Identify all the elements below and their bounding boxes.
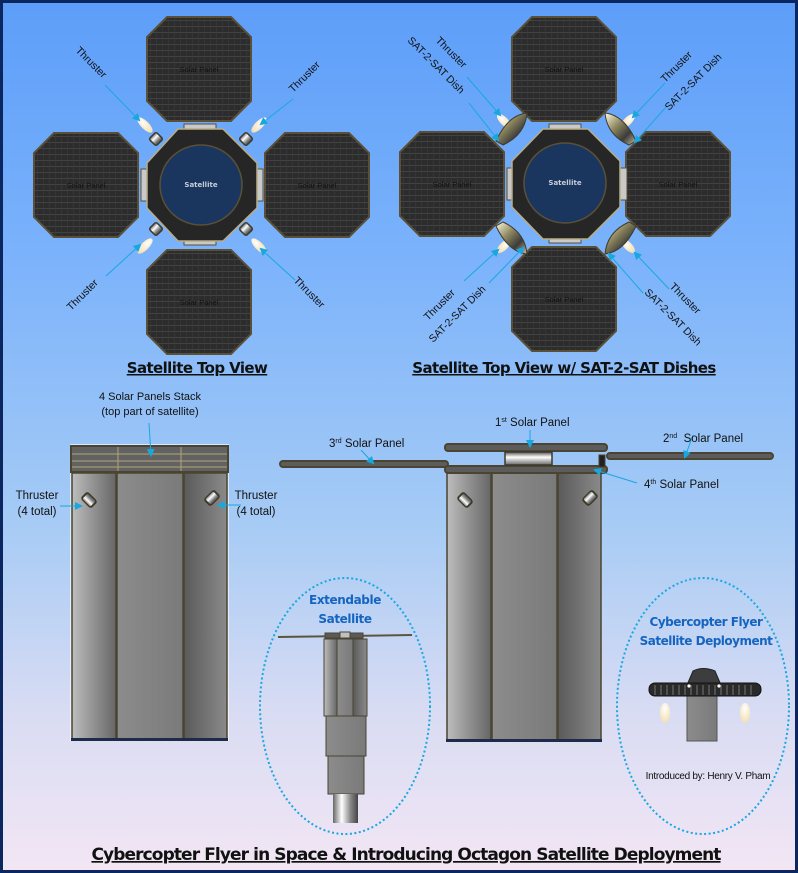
arrow <box>259 98 294 126</box>
arrow <box>466 76 502 117</box>
thruster-label: Thruster <box>65 277 101 313</box>
thruster-ne <box>238 117 267 147</box>
panel-hinge <box>504 451 553 466</box>
arrow <box>259 247 296 281</box>
diagram-canvas: Satellite Solar Panel Solar Panel Solar … <box>16 16 790 865</box>
arrow <box>468 102 500 142</box>
thruster-nw <box>137 117 164 147</box>
deployment-title: Cybercopter Flyer <box>650 615 763 629</box>
hinge <box>619 167 628 201</box>
arrow <box>683 434 694 459</box>
solar-panel-4 <box>444 465 608 474</box>
sat-2-sat-dish-ne <box>604 112 637 146</box>
credit-text: Introduced by: Henry V. Pham <box>646 771 771 782</box>
thruster-label: Thruster <box>287 59 323 95</box>
solar-panel-label: Solar Panel <box>545 65 584 74</box>
body-panel <box>183 472 228 740</box>
solar-panel-label: Solar Panel <box>433 180 472 189</box>
top-view-satellite: Satellite Solar Panel Solar Panel Solar … <box>33 16 370 377</box>
thruster-label: Thruster <box>235 490 278 502</box>
arrow <box>488 246 525 284</box>
panel-4-label: 4th Solar Panel <box>644 479 719 491</box>
solar-panel-label: Solar Panel <box>67 181 106 190</box>
arrow <box>360 449 375 465</box>
main-title: Cybercopter Flyer in Space & Introducing… <box>91 845 721 865</box>
solar-panel-3 <box>279 460 449 468</box>
thruster-label: Thruster <box>291 275 327 311</box>
thruster-label: Thruster <box>73 45 109 81</box>
arrow <box>105 243 142 277</box>
arrow <box>463 248 500 282</box>
satellite-payload <box>686 692 718 742</box>
solar-panel-1 <box>444 443 608 452</box>
top-view-with-dishes: Satellite Solar Panel Solar Panel Solar … <box>399 16 731 377</box>
cybercopter-deployment-callout: Cybercopter Flyer Satellite Deployment I… <box>616 577 790 835</box>
arrow <box>631 82 666 119</box>
satellite-core <box>523 142 607 224</box>
arrow <box>633 106 667 144</box>
stack-label-sub: (top part of satellite) <box>101 406 198 418</box>
arrow <box>104 84 141 122</box>
dish-label: SAT-2-SAT Dish <box>663 51 725 113</box>
satellite-label: Satellite <box>184 181 217 189</box>
solar-panel-stack <box>70 445 229 473</box>
body-panel <box>116 472 184 740</box>
satellite-core <box>159 144 243 226</box>
cybercopter-ring <box>648 682 762 697</box>
body-panel <box>446 472 492 742</box>
thruster-se <box>238 221 267 254</box>
body-panel <box>491 472 558 742</box>
solar-panel-label: Solar Panel <box>298 181 337 190</box>
extendable-title: Extendable <box>309 593 381 607</box>
callout-ellipse <box>616 577 790 835</box>
thruster-label: Thruster <box>16 490 59 502</box>
sat-2-sat-dish-se <box>604 221 637 255</box>
dish-label: SAT-2-SAT Dish <box>642 287 704 349</box>
arrow <box>146 422 155 457</box>
arrow <box>633 251 670 290</box>
deployment-subtitle: Satellite Deployment <box>640 634 774 648</box>
satellite-label: Satellite <box>548 179 581 187</box>
solar-panel-label: Solar Panel <box>545 295 584 304</box>
solar-panel-label: Solar Panel <box>659 180 698 189</box>
caption-top-view-dishes: Satellite Top View w/ SAT-2-SAT Dishes <box>412 359 716 377</box>
panel-2-label: 2nd Solar Panel <box>663 433 743 445</box>
callout-ellipse <box>259 577 431 835</box>
sat-2-sat-dish-sw <box>495 221 528 255</box>
sat-2-sat-dish-nw <box>495 112 528 146</box>
solar-panel-2 <box>606 452 774 460</box>
body-panel <box>71 472 117 740</box>
arrow <box>593 467 638 484</box>
panel-1-label: 1st Solar Panel <box>495 417 570 429</box>
stack-label: 4 Solar Panels Stack <box>99 391 202 403</box>
panel-3-label: 3rd Solar Panel <box>329 438 404 450</box>
thruster-sw <box>137 221 164 254</box>
thruster-count: (4 total) <box>237 506 276 518</box>
extendable-satellite-callout: Extendable Satellite <box>259 577 431 835</box>
solar-panel-label: Solar Panel <box>180 65 219 74</box>
caption-top-view: Satellite Top View <box>127 359 268 377</box>
arrow <box>607 252 644 294</box>
thruster-count: (4 total) <box>18 506 57 518</box>
solar-panel-label: Solar Panel <box>180 298 219 307</box>
extension-tip <box>333 794 358 823</box>
body-panel <box>557 472 602 742</box>
extendable-subtitle: Satellite <box>318 612 371 626</box>
side-view-stowed: 4 Solar Panels Stack (top part of satell… <box>16 391 278 741</box>
side-view-deployed: 1st Solar Panel 2nd Solar Panel 3rd Sola… <box>279 417 774 742</box>
